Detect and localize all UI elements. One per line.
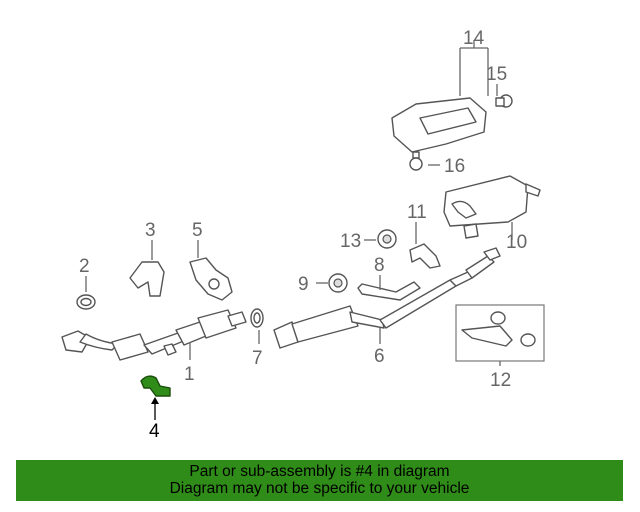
callout-15: 15: [486, 64, 507, 85]
part-13-insulator[interactable]: [377, 229, 397, 249]
callout-10: 10: [506, 232, 527, 253]
callout-14: 14: [463, 28, 485, 49]
part-5-hanger-bracket[interactable]: [189, 257, 233, 301]
callout-13: 13: [340, 231, 361, 252]
callout-6: 6: [374, 346, 385, 367]
part-14-heat-shield[interactable]: [391, 97, 487, 153]
part-16-bolt[interactable]: [409, 151, 423, 171]
part-12-hanger-kit[interactable]: [455, 304, 545, 362]
part-9-insulator[interactable]: [328, 273, 348, 293]
info-banner: Part or sub-assembly is #4 in diagram Di…: [16, 460, 623, 501]
banner-line-1: Part or sub-assembly is #4 in diagram: [189, 463, 450, 480]
part-1-front-pipe[interactable]: [61, 309, 247, 361]
part-11-tail-hanger[interactable]: [409, 243, 441, 269]
callout-16: 16: [444, 156, 465, 177]
callout-12: 12: [490, 370, 511, 391]
part-3-bracket[interactable]: [129, 261, 165, 297]
callout-2: 2: [79, 256, 90, 277]
callout-4: 4: [149, 421, 160, 442]
callout-1: 1: [184, 364, 195, 385]
part-6-center-pipe[interactable]: [273, 247, 501, 349]
part-10-muffler[interactable]: [443, 175, 541, 239]
callout-9: 9: [298, 274, 309, 295]
callout-7: 7: [252, 348, 263, 369]
part-7-gasket[interactable]: [250, 308, 264, 328]
callout-3: 3: [145, 220, 156, 241]
banner-line-2: Diagram may not be specific to your vehi…: [169, 480, 470, 497]
part-8-hanger-rod[interactable]: [357, 281, 421, 301]
callout-11: 11: [407, 202, 427, 223]
part-2-gasket[interactable]: [76, 294, 96, 310]
callout-5: 5: [192, 220, 203, 241]
part-4-support-bracket[interactable]: [140, 375, 171, 397]
callout-8: 8: [374, 255, 385, 276]
part-15-bolt[interactable]: [495, 94, 513, 108]
